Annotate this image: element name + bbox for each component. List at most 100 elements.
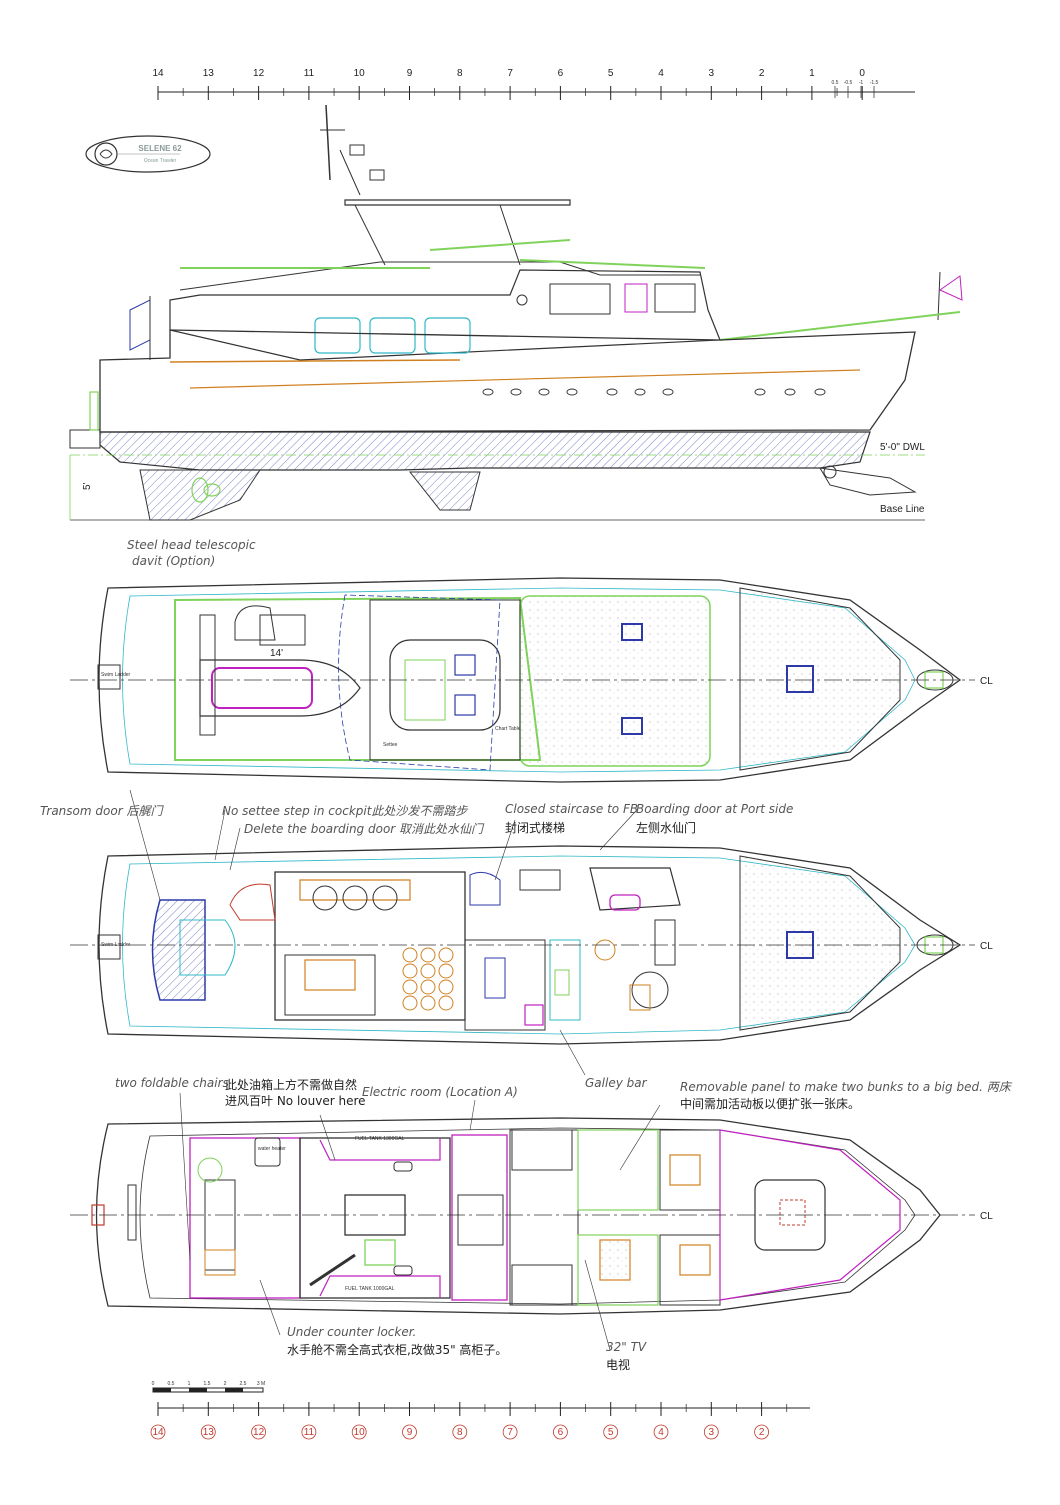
dwl-label: 5'-0" DWL <box>880 442 925 453</box>
scale-bar-label: 1.5 <box>204 1381 211 1387</box>
porthole <box>566 388 578 396</box>
louver-note-cn: 此处油箱上方不需做自然 <box>225 1078 358 1092</box>
bottom-ruler-circle <box>553 1424 568 1440</box>
bottom-ruler-label: 11 <box>304 1427 315 1438</box>
bottom-ruler-label: 9 <box>407 1427 413 1438</box>
base-line-label: Base Line <box>880 504 925 515</box>
selene-logo: SELENE 62 Ocean Trawler <box>85 135 211 173</box>
logo-brand: SELENE 62 <box>138 144 182 153</box>
top-ruler-label: 11 <box>304 68 315 79</box>
scale-bar-label: 0.5 <box>168 1381 175 1387</box>
draft-label: 5' <box>82 482 93 490</box>
removable-panel-note-cn: 中间需加活动板以便扩张一张床。 <box>680 1097 861 1111</box>
staircase-note-cn: 封闭式楼梯 <box>505 821 566 835</box>
scale-bar-label: 2 <box>224 1381 227 1387</box>
bottom-ruler-circle <box>200 1424 216 1440</box>
centerline-fb: CL <box>980 676 993 687</box>
foldable-chairs-note: two foldable chairs <box>115 1076 229 1090</box>
centerline-lower: CL <box>980 1211 993 1222</box>
tv-note: 32" TV <box>606 1340 647 1354</box>
bottom-ruler-circle <box>603 1424 619 1440</box>
porthole <box>482 388 494 396</box>
bottom-ruler-circle <box>351 1424 367 1440</box>
top-ruler-label: 12 <box>253 68 265 79</box>
dining-chair <box>438 947 454 963</box>
logo-tagline: Ocean Trawler <box>144 158 177 164</box>
davit-note-1: Steel head telescopic <box>127 538 256 552</box>
scale-bar-label: 1 <box>188 1381 191 1387</box>
centerline-main: CL <box>980 941 993 952</box>
bottom-ruler-label: 2 <box>759 1427 765 1438</box>
dining-chair <box>420 963 436 979</box>
no-settee-note: No settee step in cockpit此处沙发不需踏步 <box>222 804 468 818</box>
dining-chair <box>402 963 418 979</box>
bottom-ruler-label: 3 <box>709 1427 715 1438</box>
bottom-ruler-label: 13 <box>203 1427 215 1438</box>
bottom-ruler-circle <box>452 1424 468 1440</box>
dining-chair <box>402 979 418 995</box>
dining-chair <box>420 979 436 995</box>
settee-label: Settee <box>383 742 398 748</box>
bottom-ruler-label: 6 <box>558 1427 564 1438</box>
bottom-ruler-label: 10 <box>354 1427 366 1438</box>
dining-chair <box>420 995 436 1011</box>
bottom-ruler-circle <box>402 1424 417 1440</box>
top-ruler-minor-label: -1.5 <box>870 80 879 86</box>
bottom-ruler-circle <box>653 1424 669 1440</box>
tv-note-cn: 电视 <box>606 1358 631 1372</box>
locker-note-cn: 水手舱不需全高式衣柜,改做35" 高柜子。 <box>287 1343 508 1357</box>
dining-chair <box>438 963 454 979</box>
electric-room-note: Electric room (Location A) <box>362 1085 518 1099</box>
bottom-ruler-circle <box>502 1424 518 1440</box>
bottom-ruler-label: 14 <box>152 1427 164 1438</box>
porthole <box>510 388 522 396</box>
scale-bar-label: 2.5 <box>240 1381 247 1387</box>
scale-bar-label: 0 <box>152 1381 155 1387</box>
top-ruler-label: 13 <box>203 68 215 79</box>
top-ruler-minor-label: -0.5 <box>844 80 853 86</box>
top-ruler-label: 1 <box>809 68 815 79</box>
boarding-door-note: Boarding door at Port side <box>636 802 794 816</box>
bottom-ruler-label: 8 <box>457 1427 463 1438</box>
top-ruler-label: 5 <box>608 68 614 79</box>
removable-panel-note: Removable panel to make two bunks to a b… <box>680 1080 1011 1094</box>
top-ruler-label: 0 <box>859 68 865 79</box>
swim-ladder-fb: Swim Ladder <box>101 672 131 678</box>
transom-door-note: Transom door 后艉门 <box>40 804 163 818</box>
porthole <box>754 388 766 396</box>
top-ruler-minor-label: 0.5 <box>832 80 839 86</box>
top-ruler-label: 7 <box>507 68 513 79</box>
top-ruler-label: 14 <box>152 68 164 79</box>
porthole <box>662 388 674 396</box>
boarding-door-note-cn: 左侧水仙门 <box>636 821 697 835</box>
bottom-ruler-circle <box>150 1424 166 1440</box>
main-deck-plan: Swim Ladder CL <box>70 789 993 1076</box>
porthole <box>634 388 646 396</box>
dining-chair <box>438 995 454 1011</box>
top-ruler-label: 8 <box>457 68 463 79</box>
delete-door-note: Delete the boarding door 取消此处水仙门 <box>244 822 484 836</box>
bottom-ruler-circle <box>703 1424 719 1440</box>
bottom-ruler-label: 12 <box>253 1427 265 1438</box>
profile-view: 5'-0" DWL Base Line 5' <box>69 104 963 521</box>
top-ruler-label: 10 <box>354 68 366 79</box>
dining-chair <box>402 995 418 1011</box>
top-ruler-minor-label: -1 <box>859 80 864 86</box>
bottom-ruler-circle <box>754 1424 769 1440</box>
fuel-tank-bottom: FUEL TANK 1000GAL <box>345 1286 395 1292</box>
top-ruler-label: 6 <box>558 68 564 79</box>
louver-note: 进风百叶 No louver here <box>225 1094 366 1108</box>
flybridge-plan: 14' Settee Chart Table Swim Ladder CL <box>70 577 993 783</box>
bottom-ruler-circle <box>251 1424 267 1440</box>
top-ruler-label: 4 <box>658 68 664 79</box>
porthole <box>784 388 796 396</box>
porthole <box>814 388 826 396</box>
dining-chair <box>420 947 436 963</box>
dining-chair <box>402 947 418 963</box>
galley-bar-note: Galley bar <box>585 1076 647 1090</box>
bottom-ruler-label: 5 <box>608 1427 614 1438</box>
